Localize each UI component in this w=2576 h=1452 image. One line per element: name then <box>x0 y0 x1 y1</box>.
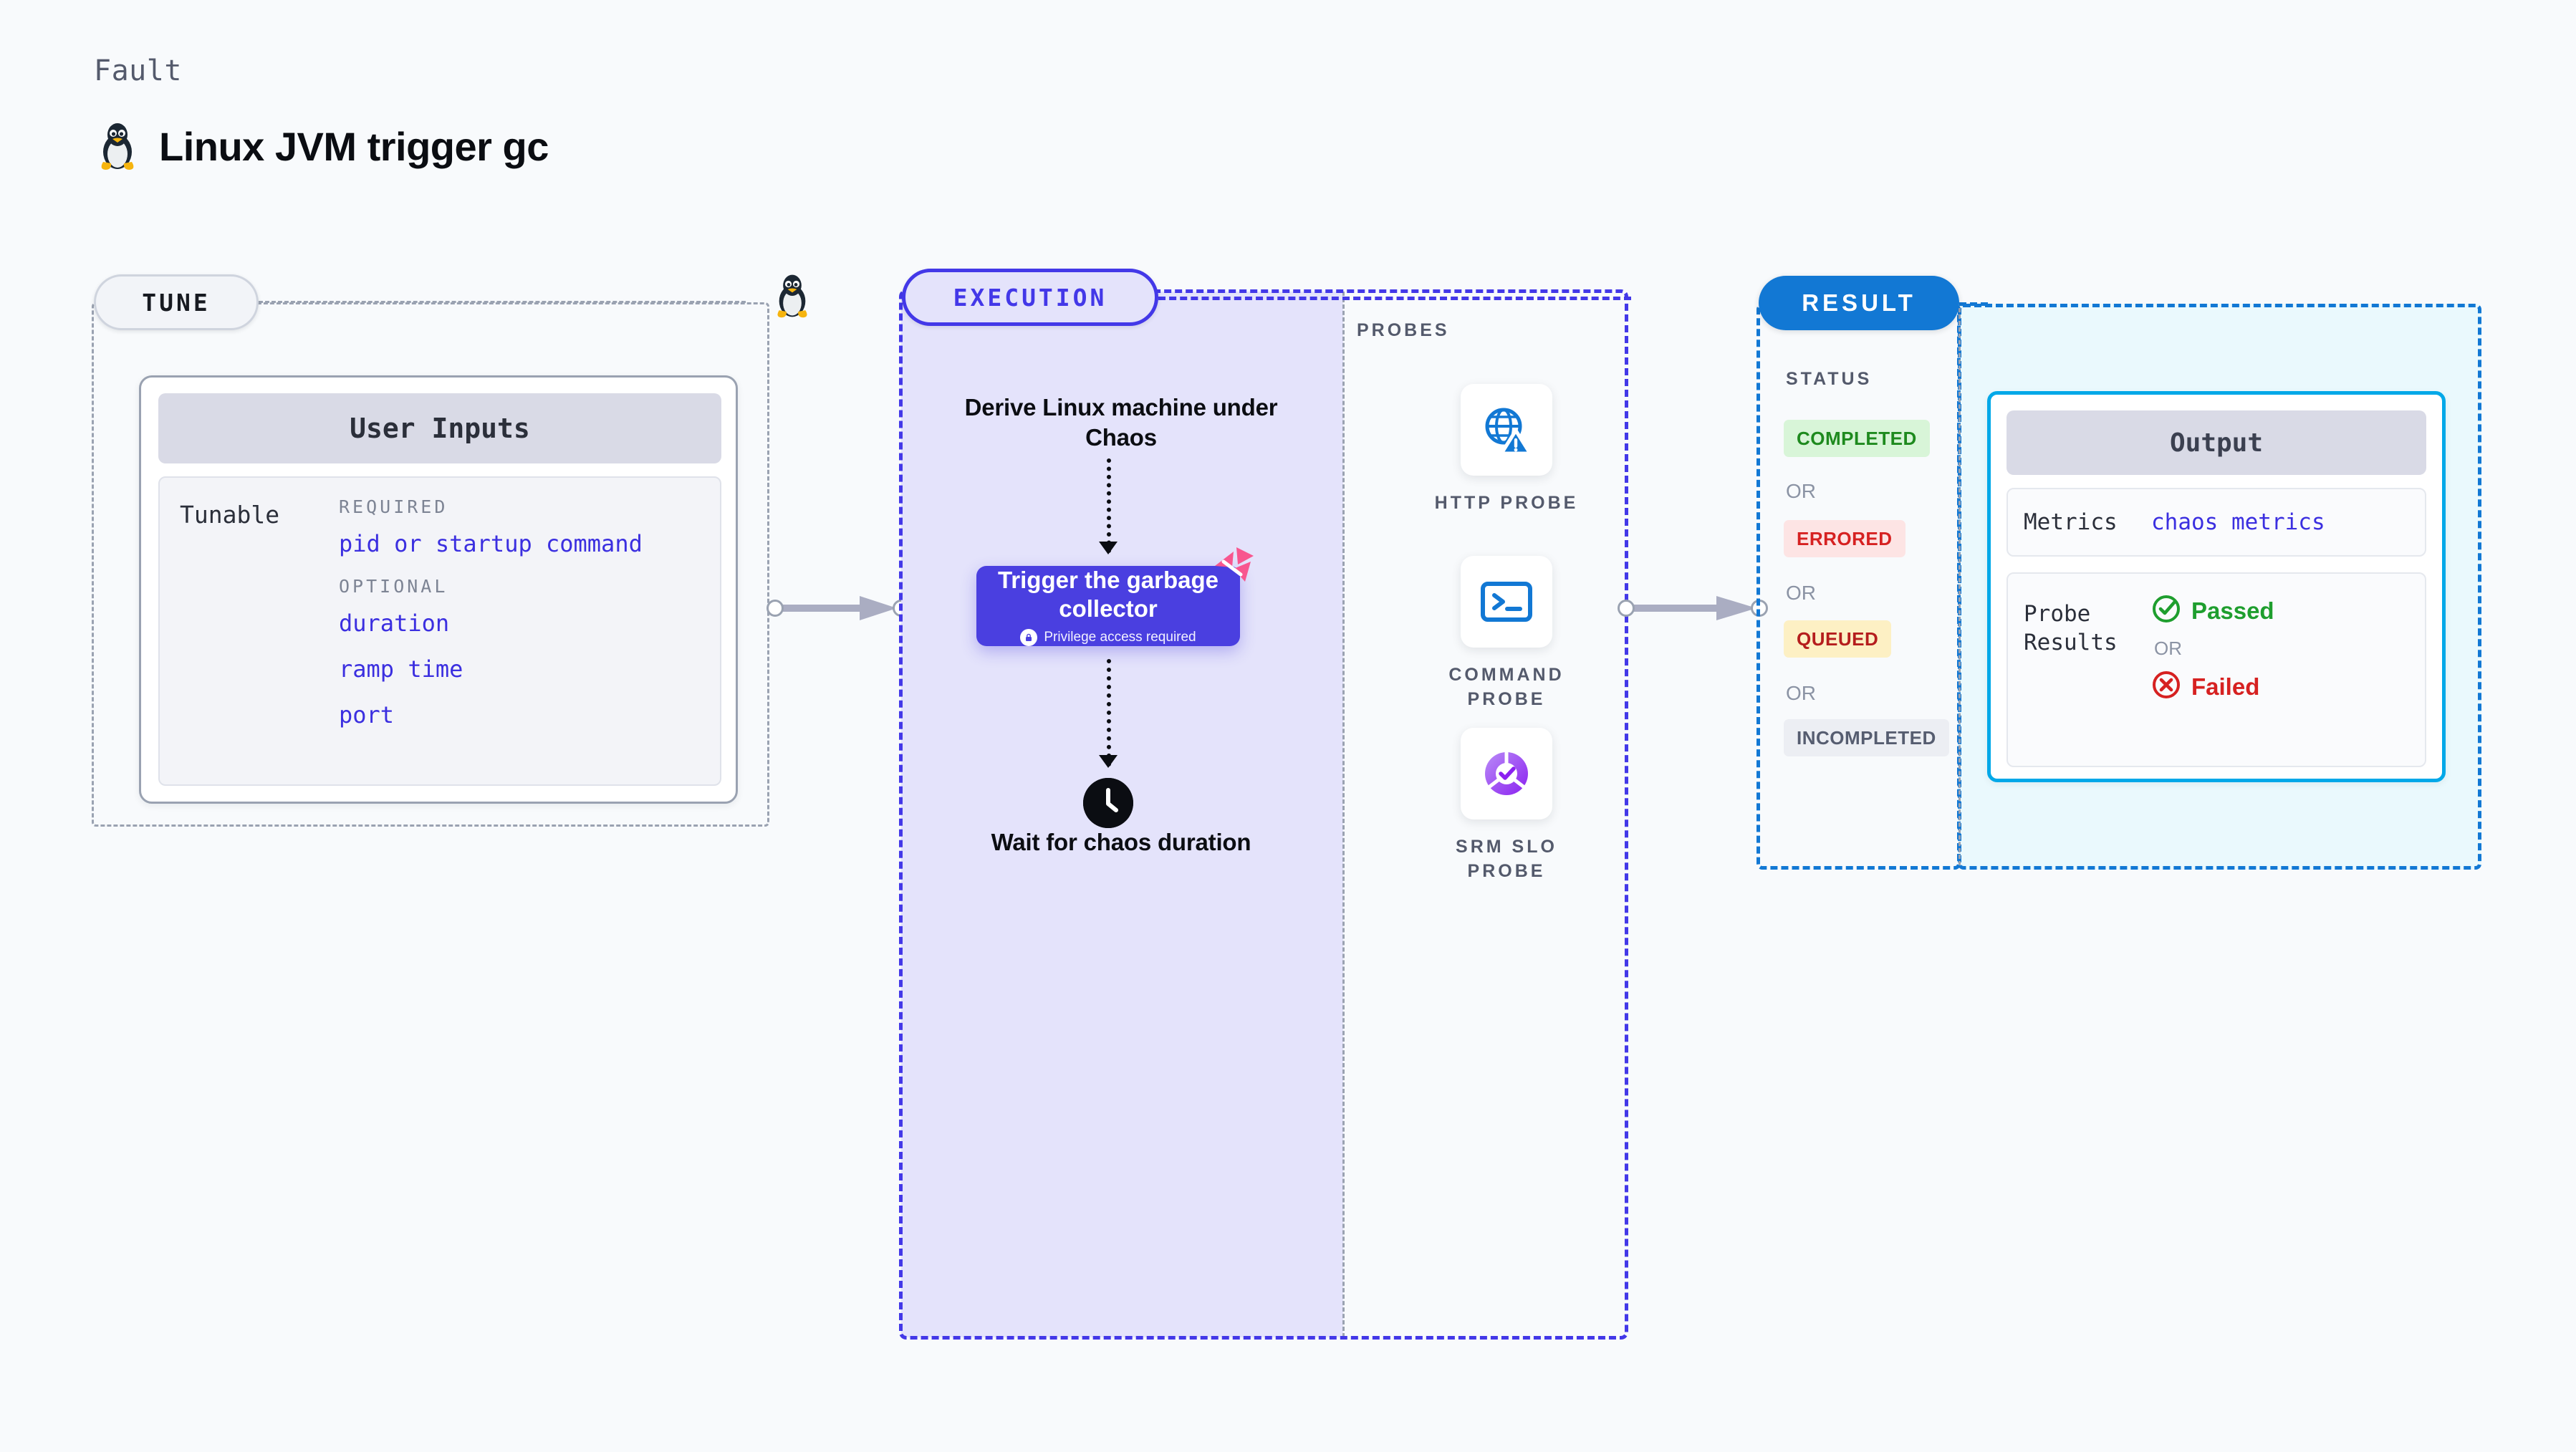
probe-http-label: HTTP PROBE <box>1434 493 1579 513</box>
lock-icon <box>1020 628 1038 646</box>
group-title-required: REQUIRED <box>339 496 448 517</box>
output-row-probe-results: Probe Results Passed OR <box>2007 572 2426 767</box>
field-pid-or-startup-command[interactable]: pid or startup command <box>339 530 643 557</box>
clock-icon <box>1083 778 1133 828</box>
output-probe-results-value: Passed OR Failed <box>2151 574 2274 766</box>
probe-command-label: COMMAND PROBE <box>1448 665 1565 709</box>
probe-result-failed: Failed <box>2151 670 2274 703</box>
stage-badge-tune[interactable]: TUNE <box>94 274 259 330</box>
execution-node-subtitle: Privilege access required <box>1044 629 1196 645</box>
user-inputs-body: Tunable REQUIRED pid or startup command … <box>158 476 721 786</box>
connector-port-out-2 <box>1618 600 1635 617</box>
field-ramp-time[interactable]: ramp time <box>339 655 463 683</box>
status-title: STATUS <box>1786 369 1873 389</box>
probe-result-passed-label: Passed <box>2191 597 2274 624</box>
field-port[interactable]: port <box>339 701 395 729</box>
status-or-1: OR <box>1786 480 1816 502</box>
page-title-row: Linux JVM trigger gc <box>96 120 549 172</box>
connector-tune-to-execution <box>766 596 910 620</box>
check-circle-icon <box>2151 594 2181 628</box>
output-metrics-value[interactable]: chaos metrics <box>2151 509 2325 535</box>
page-title: Linux JVM trigger gc <box>159 123 549 169</box>
execution-step-derive-machine: Derive Linux machine under Chaos <box>964 394 1278 451</box>
stage-badge-result[interactable]: RESULT <box>1759 276 1959 330</box>
probe-srm-slo-label: SRM SLO PROBE <box>1456 837 1557 881</box>
terminal-icon <box>1461 556 1552 648</box>
probe-http[interactable]: HTTP PROBE <box>1431 384 1582 516</box>
status-badge-errored: ERRORED <box>1784 520 1905 557</box>
slo-donut-check-icon <box>1461 728 1552 819</box>
execution-node-subtitle-row: Privilege access required <box>1020 628 1196 646</box>
stage-badge-execution[interactable]: EXECUTION <box>902 269 1158 326</box>
flow-arrow-1 <box>1099 458 1118 554</box>
output-probe-results-key: Probe Results <box>2024 601 2118 656</box>
result-status-divider <box>1959 308 1961 865</box>
probes-title: PROBES <box>1357 320 1450 340</box>
result-leader-line <box>1959 302 1988 306</box>
group-title-optional: OPTIONAL <box>339 576 448 597</box>
probe-result-failed-label: Failed <box>2191 673 2260 700</box>
user-inputs-card: User Inputs Tunable REQUIRED pid or star… <box>139 375 738 804</box>
probe-result-passed: Passed <box>2151 594 2274 628</box>
execution-leader-line <box>1158 297 1631 300</box>
output-card-title: Output <box>2007 410 2426 475</box>
user-inputs-title: User Inputs <box>158 393 721 463</box>
output-row-metrics: Metrics chaos metrics <box>2007 488 2426 557</box>
page-eyebrow: Fault <box>94 54 182 87</box>
x-circle-icon <box>2151 670 2181 703</box>
field-duration[interactable]: duration <box>339 610 450 637</box>
status-or-2: OR <box>1786 582 1816 604</box>
probe-srm-slo[interactable]: SRM SLO PROBE <box>1431 728 1582 884</box>
tunable-label: Tunable <box>180 501 280 529</box>
tunable-fields: REQUIRED pid or startup command OPTIONAL… <box>339 478 720 784</box>
status-or-3: OR <box>1786 682 1816 704</box>
tune-leader-line <box>259 301 746 303</box>
status-badge-completed: COMPLETED <box>1784 420 1930 457</box>
execution-node-title: Trigger the garbage collector <box>997 567 1219 622</box>
flow-arrow-2 <box>1099 659 1118 768</box>
execution-step-wait-duration: Wait for chaos duration <box>991 829 1251 855</box>
probe-result-or: OR <box>2154 638 2182 659</box>
connector-port-out <box>766 600 784 617</box>
execution-panel <box>899 289 1628 1340</box>
status-badge-queued: QUEUED <box>1784 620 1892 658</box>
output-metrics-key: Metrics <box>2024 509 2118 535</box>
linux-penguin-icon <box>96 120 139 172</box>
connector-execution-to-result <box>1618 596 1771 620</box>
globe-warning-icon <box>1461 384 1552 476</box>
status-badge-incompleted: INCOMPLETED <box>1784 719 1949 756</box>
tune-panel <box>92 302 769 827</box>
output-card: Output Metrics chaos metrics Probe Resul… <box>1987 391 2446 782</box>
execution-node-trigger-gc[interactable]: Trigger the garbage collector Privilege … <box>976 566 1240 646</box>
tune-linux-penguin-icon <box>772 272 812 323</box>
probe-command[interactable]: COMMAND PROBE <box>1431 556 1582 712</box>
litmus-ribbon-icon <box>1212 546 1259 589</box>
probes-divider <box>1342 292 1345 1337</box>
